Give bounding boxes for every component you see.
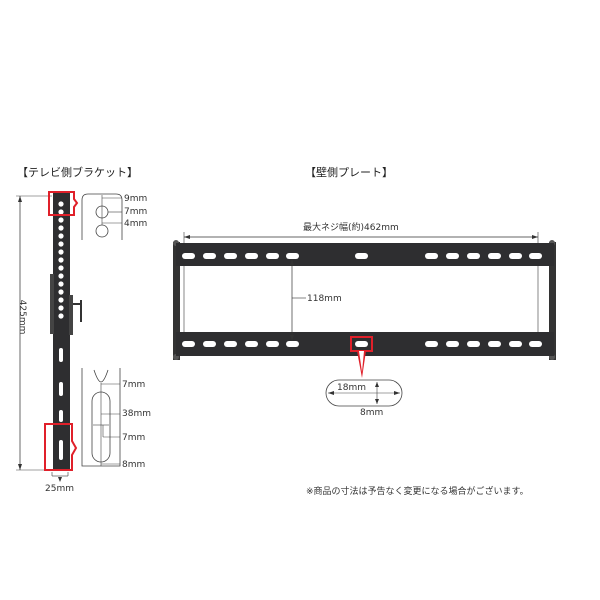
wall-plate [173,232,556,407]
slot-detail-height-label: 8mm [360,408,384,418]
bracket-title: 【テレビ側ブラケット】 [17,166,138,179]
slot-width-label: 7mm [122,433,146,443]
footnote: ※商品の寸法は予告なく変更になる場合がございます。 [306,487,529,497]
top-hole-diameter-label: 7mm [124,207,148,217]
tv-bracket [16,191,123,482]
slot-bottom-gap-label: 8mm [122,460,146,470]
slot-detail-length-label: 18mm [337,383,366,393]
bracket-height-label: 425mm [17,299,27,335]
plate-width-label: 最大ネジ幅(約)462mm [303,223,399,233]
top-spacing-label: 9mm [124,194,148,204]
top-gap-label: 4mm [124,219,148,229]
slot-top-gap-label: 7mm [122,380,146,390]
wall-plate-title: 【壁側プレート】 [305,166,393,179]
slot-length-label: 38mm [122,409,151,419]
plate-height-label: 118mm [307,294,342,304]
bracket-width-label: 25mm [45,484,74,494]
